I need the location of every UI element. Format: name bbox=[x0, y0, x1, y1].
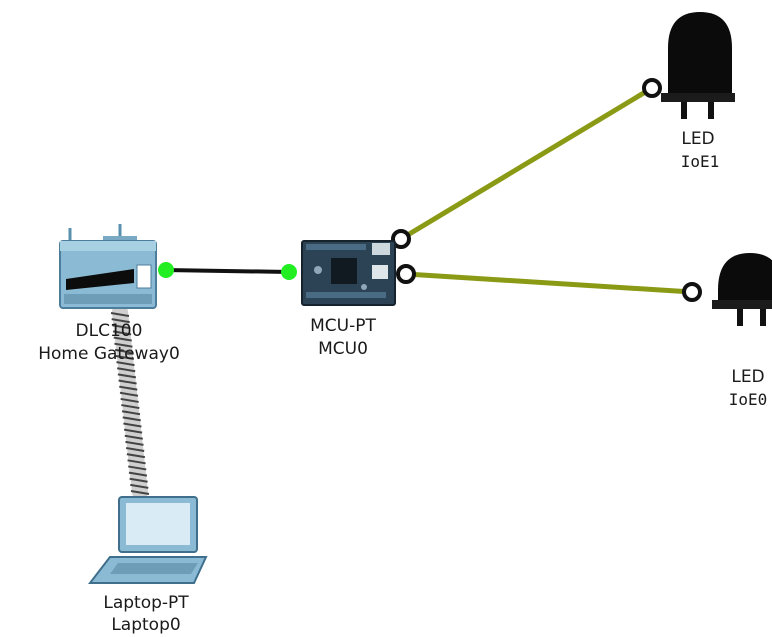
mcu-name-label: MCU0 bbox=[318, 339, 368, 359]
led1-name-label: IoE1 bbox=[680, 152, 720, 171]
laptop-model-label: Laptop-PT bbox=[103, 593, 189, 613]
io-link-mcu-led1[interactable] bbox=[399, 85, 654, 242]
mcu-model-label: MCU-PT bbox=[310, 316, 376, 336]
link-up-indicator-gateway bbox=[158, 262, 174, 278]
io-port-led1 bbox=[642, 78, 662, 98]
wireless-link-gateway-laptop bbox=[110, 304, 150, 500]
laptop-icon[interactable] bbox=[87, 496, 208, 584]
gateway-model-label: DLC100 bbox=[75, 321, 143, 341]
led-bulb-icon[interactable] bbox=[661, 12, 735, 119]
led0-model-label: LED bbox=[731, 367, 765, 387]
led-bulb-icon[interactable] bbox=[712, 253, 772, 326]
laptop-name-label: Laptop0 bbox=[111, 615, 181, 635]
gateway-name-label: Home Gateway0 bbox=[38, 344, 180, 364]
io-port-mcu-d1 bbox=[396, 264, 416, 284]
microcontroller-board-icon[interactable] bbox=[301, 240, 396, 306]
link-up-indicator-mcu bbox=[281, 264, 297, 280]
io-link-mcu-led0[interactable] bbox=[405, 271, 693, 295]
ethernet-link-gateway-mcu[interactable] bbox=[164, 268, 291, 274]
home-gateway-icon[interactable] bbox=[59, 224, 157, 309]
io-port-led0 bbox=[682, 282, 702, 302]
led0-name-label: IoE0 bbox=[728, 390, 768, 409]
io-port-mcu-d0 bbox=[391, 229, 411, 249]
led1-model-label: LED bbox=[681, 129, 715, 149]
